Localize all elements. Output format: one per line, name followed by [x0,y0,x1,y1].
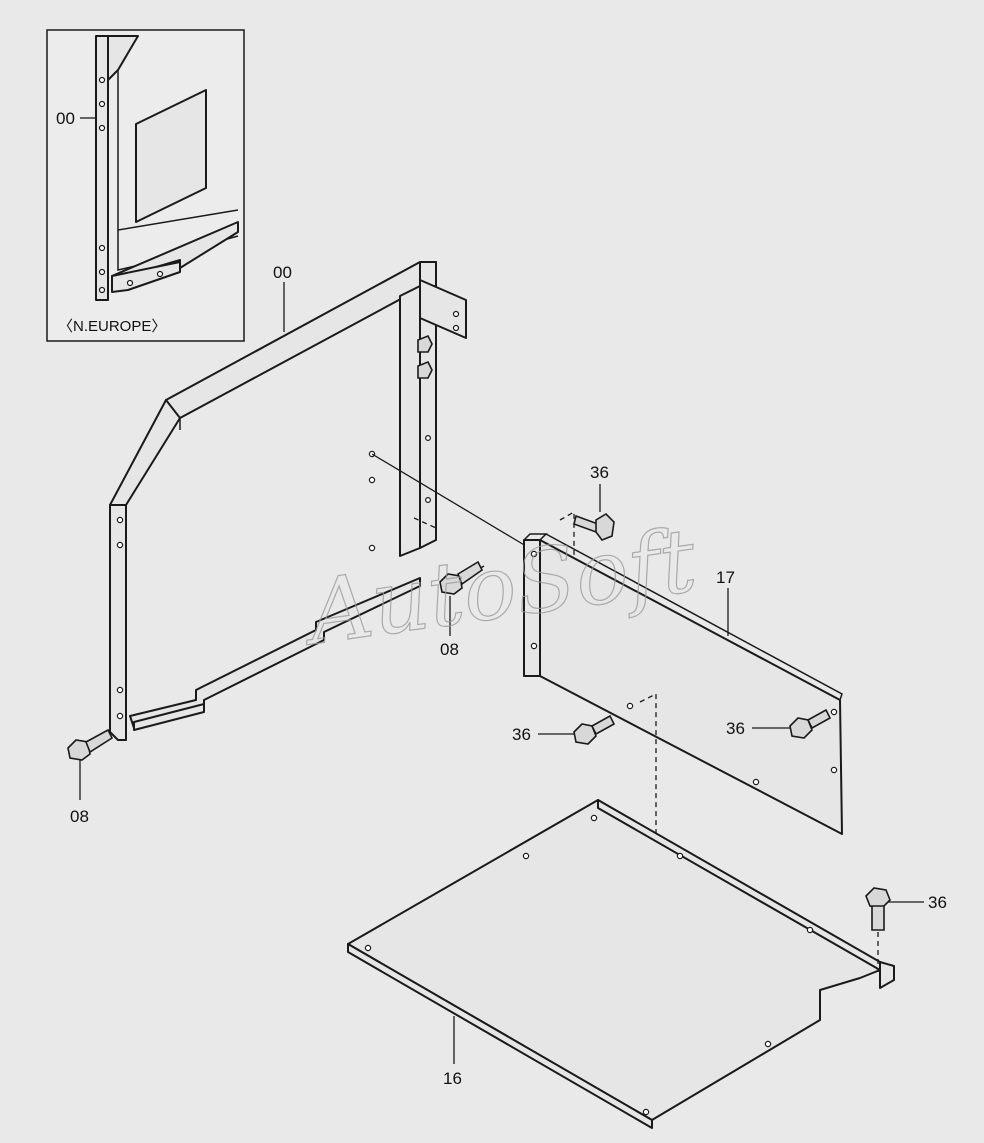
main-frame: 00 [109,261,467,741]
callout-bolt-panel-left: 36 [512,725,531,744]
inset-caption: 〈N.EUROPE〉 [58,318,166,335]
callout-bolt-frame-left: 08 [70,807,89,826]
bolt-36-panel-left: 36 [512,714,616,745]
bolt-36-tray-right: 36 [865,887,947,972]
callout-bolt-frame-center: 08 [440,640,459,659]
callout-inset-frame: 00 [56,109,75,128]
callout-bolt-plate-top: 36 [590,463,609,482]
bolt-08-center: 08 [439,560,485,659]
callout-bolt-tray-right: 36 [928,893,947,912]
callout-panel: 17 [716,568,735,587]
tray-16: 16 [347,799,895,1129]
callout-main-frame: 00 [273,263,292,282]
bolt-36-panel-right: 36 [726,708,832,739]
callout-bolt-panel-right: 36 [726,719,745,738]
alignment-line [371,453,527,547]
bolt-08-left: 08 [67,728,114,826]
inset-n-europe: 〈N.EUROPE〉 00 [46,29,245,342]
panel-17: 17 [523,533,843,835]
bolt-36-top: 36 [559,463,615,558]
guide-panel-to-tray [639,692,673,864]
callout-tray: 16 [443,1069,462,1088]
